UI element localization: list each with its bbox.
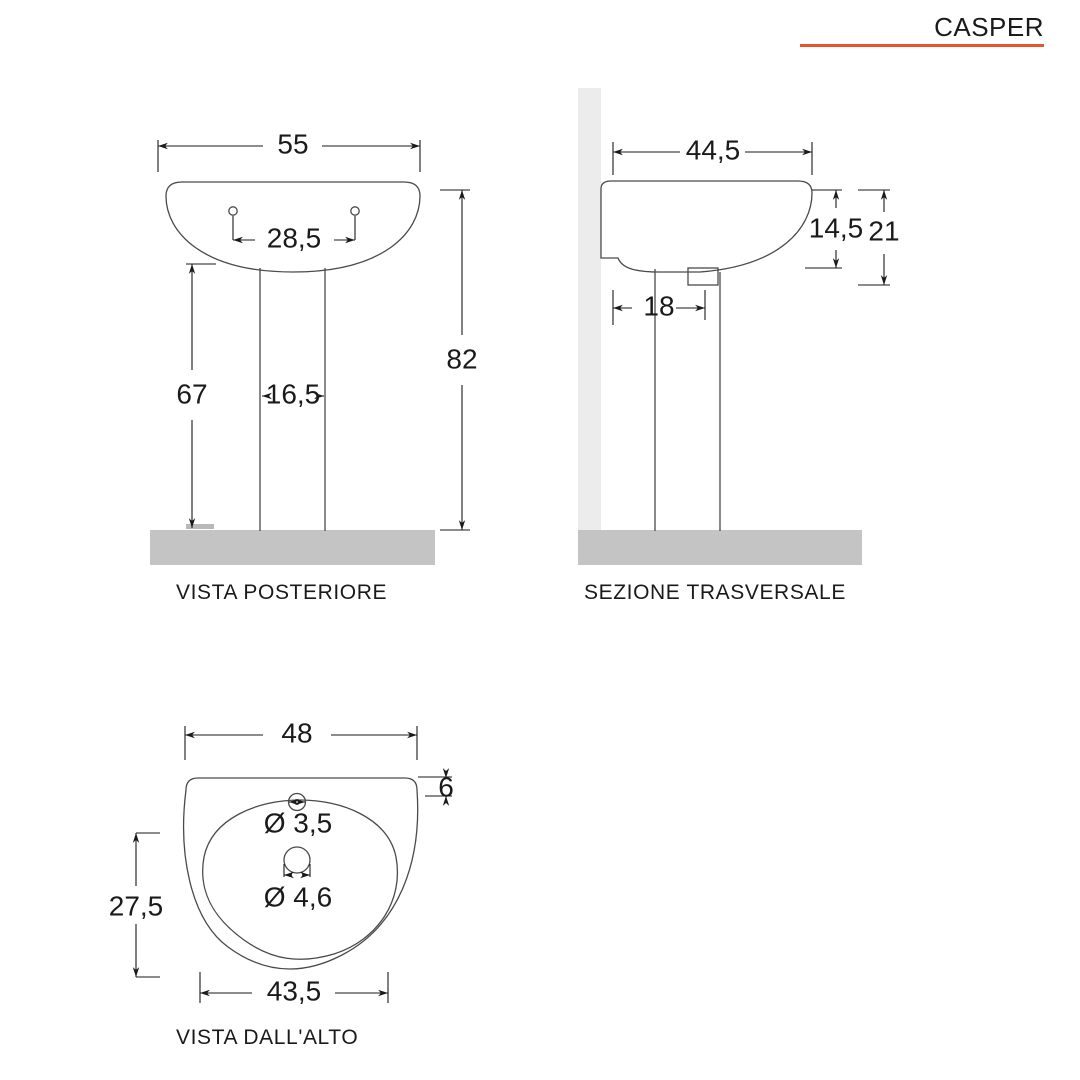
wall-surface-section (578, 88, 601, 530)
view-cross-section: 44,5 14,5 21 (578, 88, 900, 565)
dimension-diameter-3-5-label: Ø 3,5 (264, 807, 332, 838)
brand-accent-rule (800, 44, 1044, 47)
dimension-28-5-label: 28,5 (267, 222, 322, 253)
dimension-27-5-label: 27,5 (109, 890, 164, 921)
dimension-44-5: 44,5 (612, 134, 813, 175)
dimension-6: 6 (418, 768, 454, 806)
tap-hole-right-rear (350, 206, 360, 216)
dimension-16-5: 16,5 (262, 378, 324, 409)
dimension-21-label: 21 (868, 215, 899, 246)
dimension-82: 82 (440, 189, 478, 531)
caption-cross-section: SEZIONE TRASVERSALE (584, 581, 846, 604)
dimension-16-5-label: 16,5 (266, 378, 321, 409)
dimension-14-5: 14,5 (805, 189, 864, 269)
drain-outlet-section (687, 267, 719, 286)
dimension-diameter-4-6: Ø 4,6 (264, 864, 332, 912)
dimension-48-label: 48 (281, 717, 312, 748)
dimension-28-5: 28,5 (232, 216, 356, 253)
tap-hole-left-rear (228, 206, 238, 216)
dimension-55-label: 55 (277, 128, 308, 159)
dimension-44-5-label: 44,5 (686, 134, 741, 165)
basin-outline-rear (165, 181, 421, 273)
brand-title: CASPER (934, 12, 1044, 42)
drain-hole-top (283, 846, 311, 874)
dimension-55: 55 (157, 128, 421, 172)
dimension-diameter-4-6-label: Ø 4,6 (264, 881, 332, 912)
view-rear-view: 55 28,5 67 16,5 (150, 128, 478, 565)
floor-slab-section (578, 530, 862, 565)
dimension-diameter-3-5: Ø 3,5 (264, 798, 332, 838)
tap-hole-top (287, 792, 307, 812)
dimension-43-5-label: 43,5 (267, 975, 322, 1006)
dimension-6-label: 6 (438, 771, 454, 802)
pedestal-foot-rear (186, 524, 214, 529)
dimension-18: 18 (612, 290, 706, 325)
dimension-48: 48 (184, 717, 418, 760)
caption-top-view: VISTA DALL'ALTO (176, 1026, 359, 1049)
dimension-67-label: 67 (176, 378, 207, 409)
view-top-view: 48 6 27,5 (109, 717, 454, 1006)
dimension-18-label: 18 (643, 290, 674, 321)
dimension-43-5: 43,5 (199, 972, 389, 1006)
floor-slab-rear (150, 530, 435, 565)
dimension-27-5: 27,5 (109, 832, 164, 978)
dimension-82-label: 82 (446, 343, 477, 374)
caption-rear-view: VISTA POSTERIORE (176, 581, 388, 604)
dimension-21: 21 (858, 189, 900, 286)
basin-profile-section (600, 180, 813, 273)
dimension-67: 67 (176, 263, 216, 528)
dimension-14-5-label: 14,5 (809, 212, 864, 243)
bowl-outline-top (202, 799, 398, 960)
